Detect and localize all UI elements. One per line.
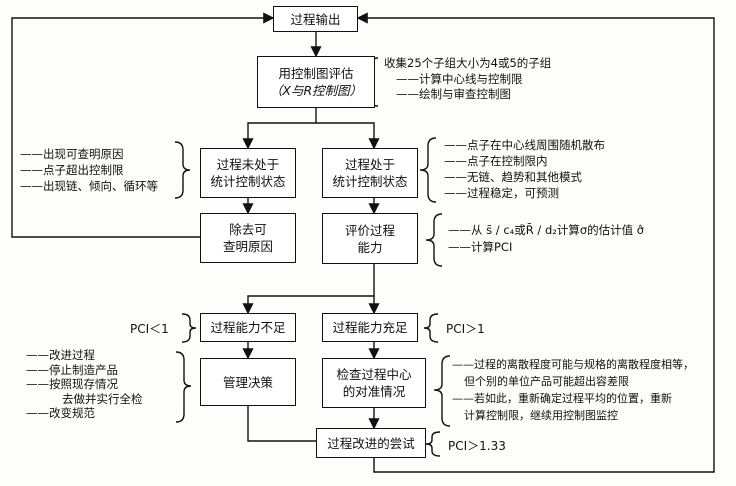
process-output-label: 过程输出: [290, 11, 341, 27]
evaluate-capability-box: 评价过程 能力: [322, 213, 418, 264]
brace-pci-lt1: [181, 313, 197, 343]
note-in-control-signs: ——点子在中心线周围随机散布 ——点子在控制限内 ——无链、趋势和其他模式 ——…: [444, 138, 605, 200]
brace-pci-gt133: [425, 431, 441, 457]
improvement-attempt-box: 过程改进的尝试: [316, 428, 426, 458]
not-in-control-line2: 统计控制状态: [210, 174, 286, 189]
capability-insufficient-box: 过程能力不足: [200, 313, 296, 342]
loop-remove-to-top: [11, 12, 275, 238]
note-out-of-control-signs: ——出现可查明原因 ——点子超出控制限 ——出现链、倾向、循环等: [20, 147, 158, 193]
management-decision-label: 管理决策: [222, 374, 273, 390]
improvement-attempt-label: 过程改进的尝试: [327, 435, 415, 451]
evaluate-capability-line2: 能力: [357, 239, 383, 255]
evaluate-line1: 用控制图评估: [278, 66, 354, 81]
process-output-box: 过程输出: [273, 6, 358, 32]
label-pci-gt-133: PCI＞1.33: [448, 439, 506, 453]
in-control-line2: 统计控制状态: [332, 174, 408, 189]
not-in-control-line1: 过程未处于: [216, 157, 280, 172]
label-pci-lt-1: PCI＜1: [130, 322, 169, 336]
label-pci-gt-1: PCI＞1: [446, 322, 485, 336]
brace-decision: [175, 351, 192, 423]
remove-causes-line2: 查明原因: [222, 239, 273, 254]
remove-causes-box: 除去可 查明原因: [200, 213, 296, 263]
line-decision-to-join: [247, 406, 316, 442]
capability-insufficient-label: 过程能力不足: [210, 320, 286, 335]
brace-out-signs: [174, 141, 191, 199]
in-control-box: 过程处于 统计控制状态: [322, 148, 418, 198]
check-centering-line1: 检查过程中心: [336, 367, 412, 382]
in-control-line1: 过程处于: [344, 157, 395, 172]
note-centering: ——过程的离散程度可能与规格的离散程度相等， 但个别的单位产品可能超出容差限 —…: [452, 358, 694, 422]
capability-sufficient-label: 过程能力充足: [332, 320, 408, 335]
evaluate-control-chart-box: 用控制图评估 （X与R控制图）: [257, 56, 375, 108]
note-capability-calc: ——从 s̄ / c₄或R̄ / d₂计算σ的估计值 σ̂ ——计算PCI: [448, 223, 645, 254]
evaluate-capability-line1: 评价过程: [344, 222, 395, 238]
capability-sufficient-box: 过程能力充足: [322, 313, 418, 342]
note-collect: 收集25个子组大小为4或5的子组 ——计算中心线与控制限 ——绘制与审查控制图: [384, 56, 552, 101]
note-decision-actions: ——改进过程 ——停止制造产品 ——按照现存情况 去做并实行全检 ——改变规范: [26, 348, 143, 420]
brace-centering: [433, 355, 451, 427]
check-centering-line2: 的对准情况: [342, 384, 406, 399]
line-capability-to-split: [242, 264, 375, 315]
evaluate-line2: （X与R控制图）: [269, 83, 363, 98]
brace-capability: [425, 213, 443, 267]
not-in-control-box: 过程未处于 统计控制状态: [200, 148, 296, 198]
management-decision-box: 管理决策: [200, 358, 296, 406]
check-centering-box: 检查过程中心 的对准情况: [322, 358, 426, 408]
line-evaluate-to-split: [242, 108, 317, 150]
brace-in-signs: [419, 137, 437, 203]
brace-pci-gt1: [423, 313, 439, 343]
line-split-right: [316, 122, 380, 150]
loop-improvement-to-top: [356, 12, 715, 473]
remove-causes-line1: 除去可: [229, 222, 267, 237]
